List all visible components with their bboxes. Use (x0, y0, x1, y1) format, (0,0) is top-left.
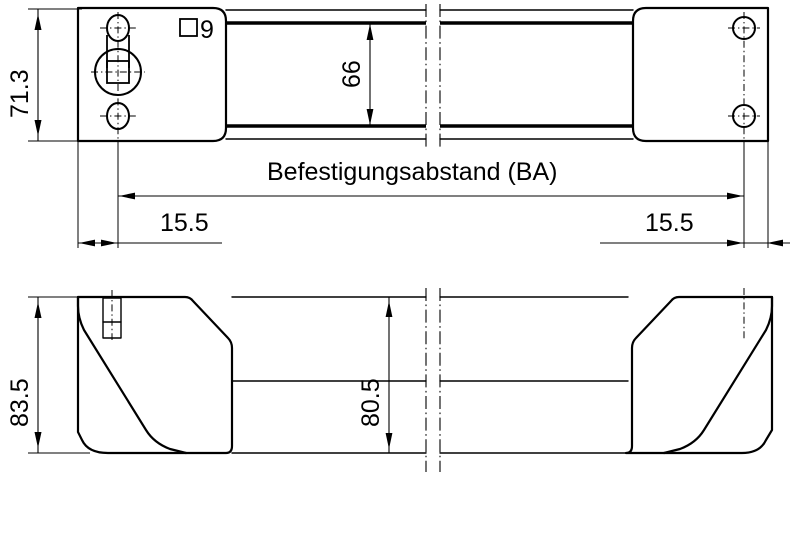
dim-15-5-left-arrow-outer (79, 239, 95, 247)
dim-66-group: 66 (338, 23, 374, 126)
dim-15-5-right-arrow-inner (727, 239, 743, 247)
dim-83-5-text: 83.5 (6, 378, 34, 427)
dim-66-arrow-bottom (366, 109, 374, 125)
side-left-detail-slot (102, 290, 122, 340)
dim-15-5-right-arrow-outer (767, 239, 783, 247)
dim-66-arrow-top (366, 24, 374, 40)
dim-15-5-left-text: 15.5 (160, 209, 209, 237)
dim-15-5-right-text: 15.5 (645, 209, 694, 237)
dim-71-3-arrow-top (34, 14, 42, 30)
side-right-bracket-outline (624, 295, 774, 455)
dim-83-5-arrow-bottom (34, 432, 42, 448)
dim-71-3-arrow-bottom (34, 120, 42, 136)
dim-83-5-group: 83.5 (6, 296, 90, 454)
dim-66-text: 66 (338, 60, 366, 88)
dim-80-5-group: 80.5 (357, 297, 393, 453)
left-bracket-hole-group (91, 12, 145, 178)
square-hole-symbol-icon (179, 18, 198, 37)
dim-ba-arrow-left (119, 192, 135, 200)
dim-15-5-left-group: 15.5 (78, 209, 222, 247)
left-bracket-outline (76, 6, 228, 143)
dim-80-5-text: 80.5 (357, 378, 385, 427)
dim-80-5-arrow-top (385, 301, 393, 317)
dim-71-3-group: 71.3 (6, 8, 82, 142)
side-left-inner-fold (76, 295, 188, 455)
square-hole-size-text: 9 (200, 16, 214, 44)
side-left-slot-rect (102, 297, 122, 339)
top-view-group: 71.3 66 9 Befestigungsabstand (BA) 15 (6, 4, 790, 248)
side-right-inner-fold (662, 295, 774, 455)
side-view-group: 83.5 80.5 (6, 288, 774, 472)
dim-ba-arrow-right (727, 192, 743, 200)
right-bracket-outline (631, 6, 770, 143)
dim-80-5-arrow-bottom (385, 433, 393, 449)
side-left-bracket-outline (76, 295, 234, 455)
right-bracket-hole-group (728, 12, 760, 178)
side-rail-left-segment (231, 296, 427, 454)
square-hole-callout-group: 9 (179, 16, 214, 44)
dim-71-3-text: 71.3 (6, 69, 34, 118)
dim-15-5-left-arrow-inner (101, 239, 117, 247)
mounting-distance-label: Befestigungsabstand (BA) (267, 158, 557, 186)
dim-mounting-distance-group: Befestigungsabstand (BA) (118, 158, 744, 200)
rail-right-segment (439, 9, 634, 140)
side-rail-right-segment (439, 296, 629, 454)
dim-83-5-arrow-top (34, 302, 42, 318)
rail-left-segment (225, 9, 427, 140)
dim-15-5-right-group: 15.5 (600, 209, 790, 247)
